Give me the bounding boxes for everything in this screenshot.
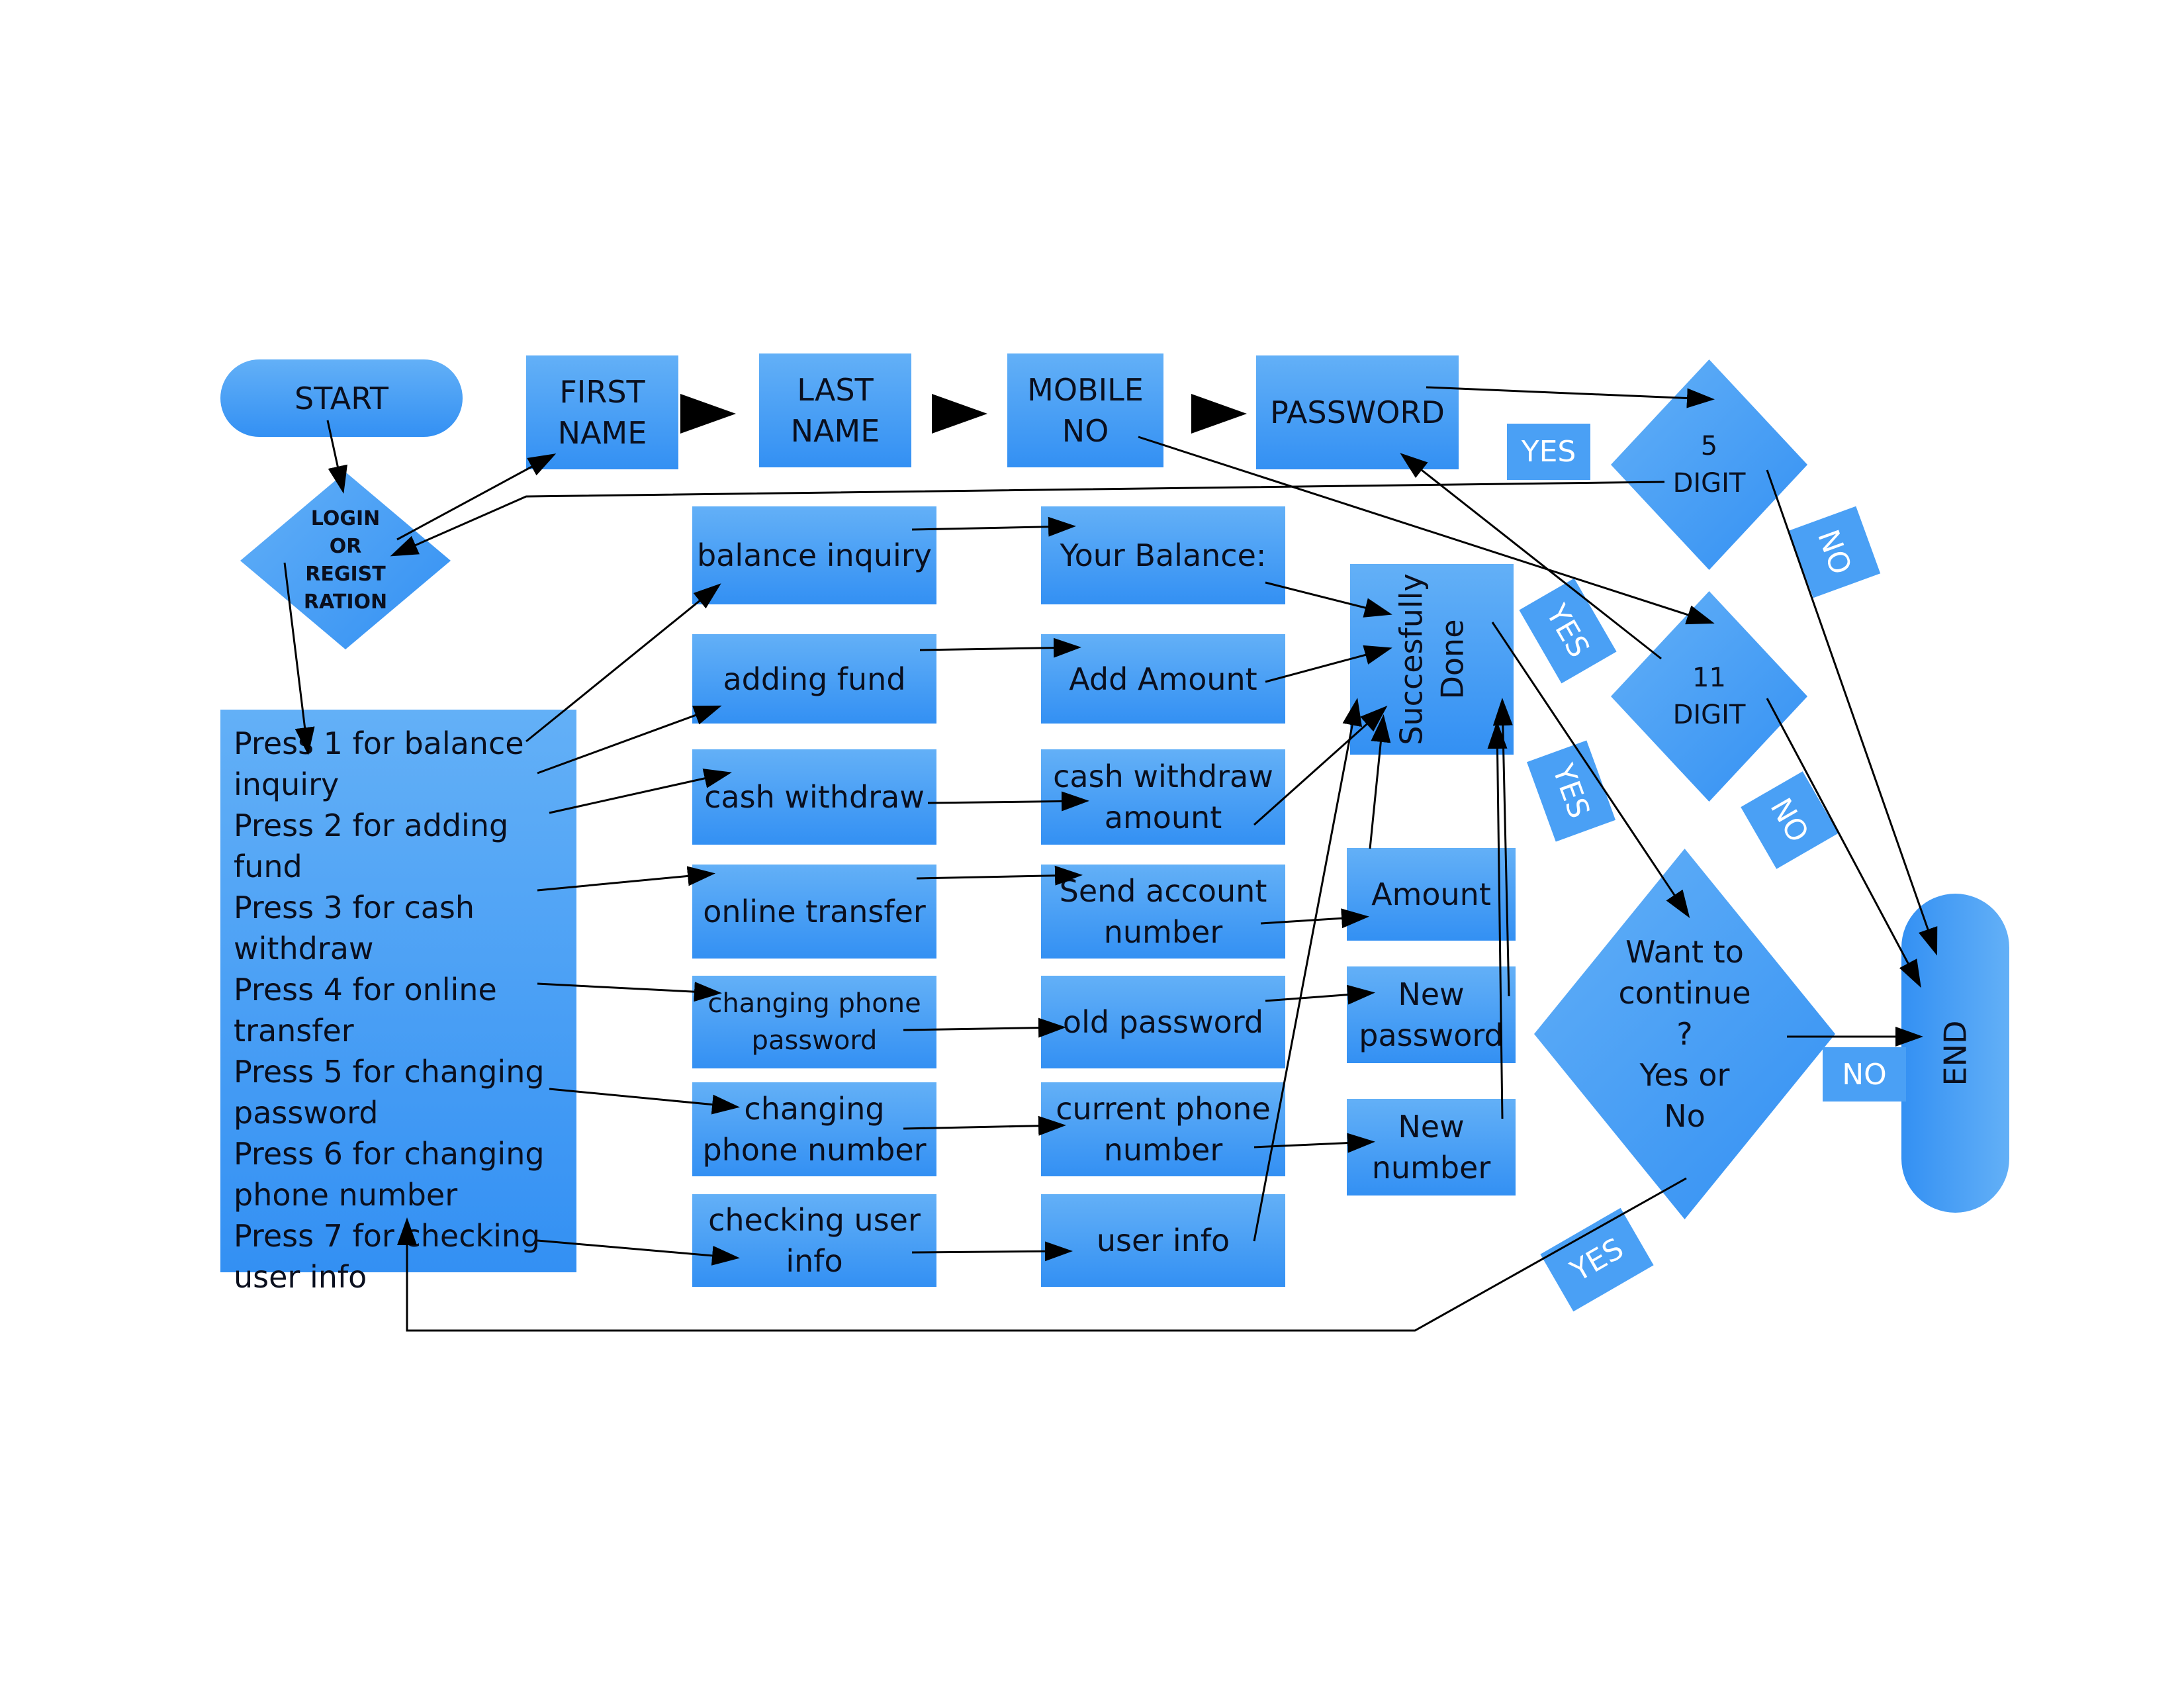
mobile-no-box: MOBILE NO — [1007, 353, 1163, 467]
connector — [283, 562, 315, 755]
menu-item: Press 6 for changing phone number — [234, 1136, 545, 1213]
connector — [1260, 908, 1369, 929]
menu-item: Press 7 for checking user info — [234, 1218, 541, 1295]
add-amount-box: Add Amount — [1041, 634, 1285, 724]
five-digit-label: 5 DIGIT — [1672, 431, 1746, 498]
connector — [1253, 706, 1388, 826]
changing-password-box: changing phone password — [692, 976, 936, 1068]
checking-info-box: checking user info — [692, 1194, 936, 1287]
login-label: LOGIN OR REGIST RATION — [303, 507, 388, 614]
new-password-box: New password — [1347, 966, 1516, 1063]
last-name-label: LAST NAME — [790, 372, 880, 449]
connector — [916, 865, 1083, 886]
online-transfer-label: online transfer — [703, 894, 926, 929]
your-balance-label: Your Balance: — [1060, 538, 1267, 573]
connector — [1369, 714, 1391, 849]
no-tag-label: NO — [1842, 1057, 1887, 1092]
password-label: PASSWORD — [1270, 395, 1445, 430]
eleven-digit-label: 11 DIGIT — [1672, 663, 1746, 730]
first-name-box: FIRST NAME — [526, 355, 678, 469]
changing-password-label: changing phone password — [707, 988, 921, 1056]
connector — [537, 982, 722, 1002]
withdraw-amount-label: cash withdraw amount — [1053, 759, 1273, 835]
connector — [1253, 698, 1363, 1242]
connector — [1491, 622, 1690, 918]
no-tag: NO — [1823, 1047, 1906, 1102]
connector — [903, 1017, 1066, 1038]
add-amount-label: Add Amount — [1069, 661, 1257, 697]
adding-fund-label: adding fund — [723, 661, 906, 697]
current-phone-box: current phone number — [1041, 1082, 1285, 1176]
connector — [1426, 386, 1715, 408]
connector — [1766, 698, 1921, 988]
connector — [919, 637, 1081, 658]
mobile-no-label: MOBILE NO — [1027, 372, 1144, 449]
last-name-box: LAST NAME — [759, 353, 911, 467]
adding-fund-box: adding fund — [692, 634, 936, 724]
old-password-label: old password — [1062, 1004, 1264, 1040]
connector — [525, 583, 721, 743]
connector — [1253, 1133, 1375, 1153]
connector — [911, 516, 1076, 537]
yes-tag-label: YES — [1521, 435, 1576, 469]
password-box: PASSWORD — [1256, 355, 1459, 469]
connector — [1265, 581, 1392, 618]
connector — [1400, 453, 1662, 660]
start-label: START — [295, 380, 388, 416]
first-name-label: FIRST NAME — [557, 374, 647, 451]
amount-box: Amount — [1347, 848, 1516, 941]
connector — [537, 705, 722, 774]
user-info-box: user info — [1041, 1194, 1285, 1287]
changing-phone-label: changing phone number — [702, 1091, 927, 1168]
current-phone-label: current phone number — [1056, 1091, 1271, 1168]
connector — [1265, 645, 1392, 683]
start-terminal: START — [220, 359, 463, 437]
connector — [549, 769, 732, 814]
connector — [1492, 698, 1513, 997]
menu-item: Press 5 for changing password — [234, 1054, 545, 1131]
balance-inquiry-box: balance inquiry — [692, 506, 936, 604]
old-password-box: old password — [1041, 976, 1285, 1068]
connector — [396, 453, 557, 541]
login-decision: LOGIN OR REGIST RATION — [240, 472, 451, 649]
eleven-digit-decision: 11 DIGIT — [1611, 591, 1807, 802]
five-digit-decision: 5 DIGIT — [1611, 359, 1807, 570]
amount-label: Amount — [1371, 876, 1491, 912]
new-number-box: New number — [1347, 1099, 1516, 1196]
connector — [1138, 436, 1715, 625]
connector — [927, 791, 1089, 812]
withdraw-amount-box: cash withdraw amount — [1041, 749, 1285, 845]
connector — [537, 1239, 740, 1266]
menu-item: Press 2 for adding fund — [234, 808, 509, 884]
new-password-label: New password — [1359, 976, 1504, 1053]
connector — [537, 866, 715, 892]
connector — [911, 1241, 1073, 1262]
new-number-label: New number — [1371, 1109, 1491, 1186]
checking-info-label: checking user info — [708, 1202, 921, 1279]
connector — [390, 481, 1665, 557]
menu-item: Press 3 for cash withdraw — [234, 890, 475, 966]
connector — [1265, 984, 1375, 1005]
connector — [903, 1115, 1066, 1136]
menu-item: Press 4 for online transfer — [234, 972, 497, 1049]
connector — [326, 420, 347, 494]
connector — [1766, 469, 1938, 956]
connector — [549, 1088, 740, 1115]
balance-inquiry-label: balance inquiry — [697, 538, 932, 573]
connector — [397, 1177, 1687, 1332]
connector — [1487, 721, 1508, 1119]
yes-tag: YES — [1507, 424, 1590, 480]
continue-label: Want to continue ? Yes or No — [1618, 934, 1751, 1134]
main-menu: Press 1 for balance inquiry Press 2 for … — [220, 710, 576, 1295]
online-transfer-box: online transfer — [692, 865, 936, 959]
your-balance-box: Your Balance: — [1041, 506, 1285, 604]
user-info-label: user info — [1096, 1223, 1230, 1258]
